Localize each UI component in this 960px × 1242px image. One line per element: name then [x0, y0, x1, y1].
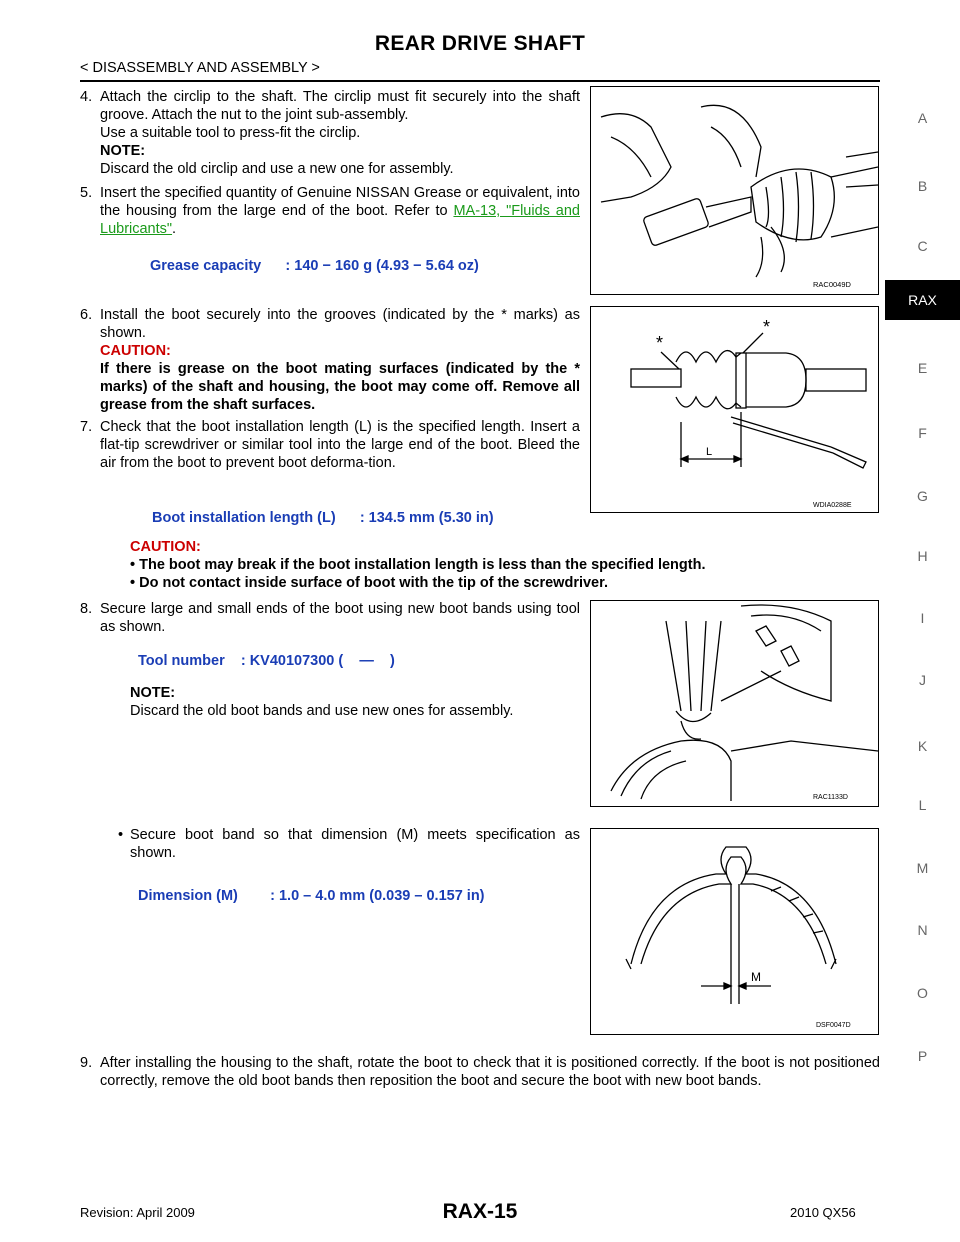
boot-band-tool-illustration: RAC1133D [610, 604, 879, 801]
index-tab-b[interactable]: B [917, 178, 928, 194]
length-label-L: L [706, 446, 712, 458]
index-tab-g[interactable]: G [917, 488, 928, 504]
index-tab-e[interactable]: E [917, 360, 928, 376]
dimension-label-M: M [751, 970, 761, 984]
spec-boot-length: Boot installation length (L) : 134.5 mm … [152, 510, 494, 526]
index-tab-rax[interactable]: RAX [885, 280, 960, 320]
index-tab-c[interactable]: C [917, 238, 928, 254]
figure-code: RAC0049D [813, 280, 852, 289]
spec-dimension-m: Dimension (M) : 1.0 – 4.0 mm (0.039 – 0.… [138, 888, 485, 904]
reference-link[interactable]: MA-13, "Fluids and Lubricants" [100, 203, 580, 237]
caution-item: • The boot may break if the boot install… [130, 557, 706, 573]
index-tab-k[interactable]: K [917, 738, 928, 754]
bullet-text: Secure boot band so that dimension (M) m… [130, 827, 580, 861]
section-subtitle: < DISASSEMBLY AND ASSEMBLY > [80, 60, 320, 76]
step-number: 5. [80, 185, 93, 201]
step-number: 9. [80, 1055, 93, 1071]
figure-code: RAC1133D [813, 794, 848, 801]
step-4: 4. Attach the circlip to the shaft. The … [80, 88, 580, 178]
step-number: 7. [80, 419, 93, 435]
step-text: Use a suitable tool to press-fit the cir… [100, 125, 361, 141]
page-title: REAR DRIVE SHAFT [374, 32, 586, 55]
bullet-item: • Secure boot band so that dimension (M)… [118, 826, 580, 862]
note-label: NOTE: [130, 685, 176, 701]
index-tab-h[interactable]: H [917, 548, 928, 564]
page-number: RAX-15 [442, 1200, 518, 1223]
boot-length-illustration: * * L WDIA0288E [630, 317, 867, 509]
step-7: 7. Check that the boot installation leng… [80, 418, 580, 472]
caution-label: CAUTION: [100, 343, 171, 359]
spec-grease-capacity: Grease capacity : 140 − 160 g (4.93 − 5.… [150, 258, 479, 274]
dimension-m-illustration: M DSF0047D [625, 846, 851, 1029]
note-block: NOTE: Discard the old boot bands and use… [130, 684, 580, 720]
figure-circlip-installation: RAC0049D [590, 86, 879, 295]
bullet-mark: • [118, 827, 124, 843]
step-8: 8. Secure large and small ends of the bo… [80, 600, 580, 636]
caution-label: CAUTION: [130, 539, 201, 555]
circlip-illustration: RAC0049D [600, 104, 879, 289]
figure-code: DSF0047D [816, 1022, 851, 1029]
step-number: 6. [80, 307, 93, 323]
housing-mark-star: * [763, 317, 770, 337]
model-year: 2010 QX56 [790, 1205, 856, 1220]
caution-block: CAUTION: • The boot may break if the boo… [130, 538, 890, 592]
figure-boot-length: * * L WDIA0288E [590, 306, 879, 513]
step-text: Secure large and small ends of the boot … [100, 601, 580, 635]
index-tab-n[interactable]: N [917, 922, 928, 938]
note-label: NOTE: [100, 143, 146, 159]
step-text: Insert the specified quantity of Genuine… [100, 185, 580, 219]
step-text: After installing the housing to the shaf… [100, 1055, 880, 1089]
step-number: 4. [80, 89, 93, 105]
figure-boot-band-tool: RAC1133D [590, 600, 879, 807]
figure-dimension-m: M DSF0047D [590, 828, 879, 1035]
note-text: Discard the old circlip and use a new on… [100, 161, 454, 177]
index-tab-a[interactable]: A [917, 110, 928, 126]
spec-tool-number: Tool number : KV40107300 ( — ) [138, 653, 395, 669]
step-text: Attach the circlip to the shaft. The cir… [100, 89, 580, 123]
step-6: 6. Install the boot securely into the gr… [80, 306, 580, 414]
step-text: Check that the boot installation length … [100, 419, 580, 471]
step-9: 9. After installing the housing to the s… [80, 1054, 880, 1090]
figure-code: WDIA0288E [813, 502, 852, 509]
boot-mark-star: * [656, 333, 663, 353]
step-number: 8. [80, 601, 93, 617]
index-tab-j[interactable]: J [919, 672, 926, 688]
step-text-tail: . [172, 221, 177, 237]
step-5: 5. Insert the specified quantity of Genu… [80, 184, 580, 238]
index-tab-m[interactable]: M [916, 860, 929, 876]
index-tab-f[interactable]: F [918, 425, 927, 441]
note-text: Discard the old boot bands and use new o… [130, 703, 514, 719]
index-tab-p[interactable]: P [917, 1048, 928, 1064]
step-text: Install the boot securely into the groov… [100, 307, 580, 341]
section-index-tabs: A B C RAX E F G H I J K L M N O P [885, 0, 960, 1242]
caution-item: • Do not contact inside surface of boot … [130, 575, 608, 591]
index-tab-o[interactable]: O [917, 985, 928, 1001]
index-tab-l[interactable]: L [918, 797, 927, 813]
header-divider [80, 80, 880, 82]
caution-text: If there is grease on the boot mating su… [100, 361, 580, 413]
revision-date: Revision: April 2009 [80, 1205, 195, 1220]
index-tab-i[interactable]: I [920, 610, 925, 626]
